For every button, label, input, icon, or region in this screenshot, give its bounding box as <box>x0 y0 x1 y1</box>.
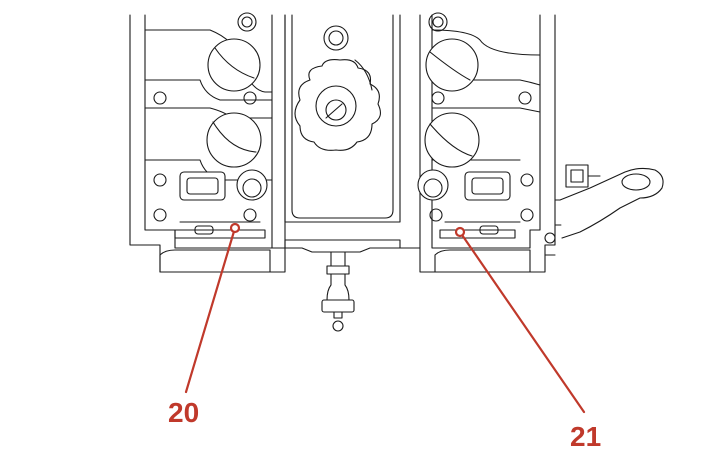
callout-20: 20 <box>168 222 241 428</box>
center-crankcase <box>269 14 421 332</box>
callout-21-leader <box>458 230 586 414</box>
linkage-arm <box>559 164 664 239</box>
callout-20-leader <box>184 226 237 394</box>
callout-21-label: 21 <box>570 421 601 452</box>
callout-21: 21 <box>454 226 601 452</box>
right-cylinder-bank <box>417 12 566 273</box>
callout-20-anchor <box>229 222 241 234</box>
callout-21-anchor <box>454 226 466 238</box>
left-cylinder-bank <box>129 12 286 273</box>
callout-20-label: 20 <box>168 397 199 428</box>
